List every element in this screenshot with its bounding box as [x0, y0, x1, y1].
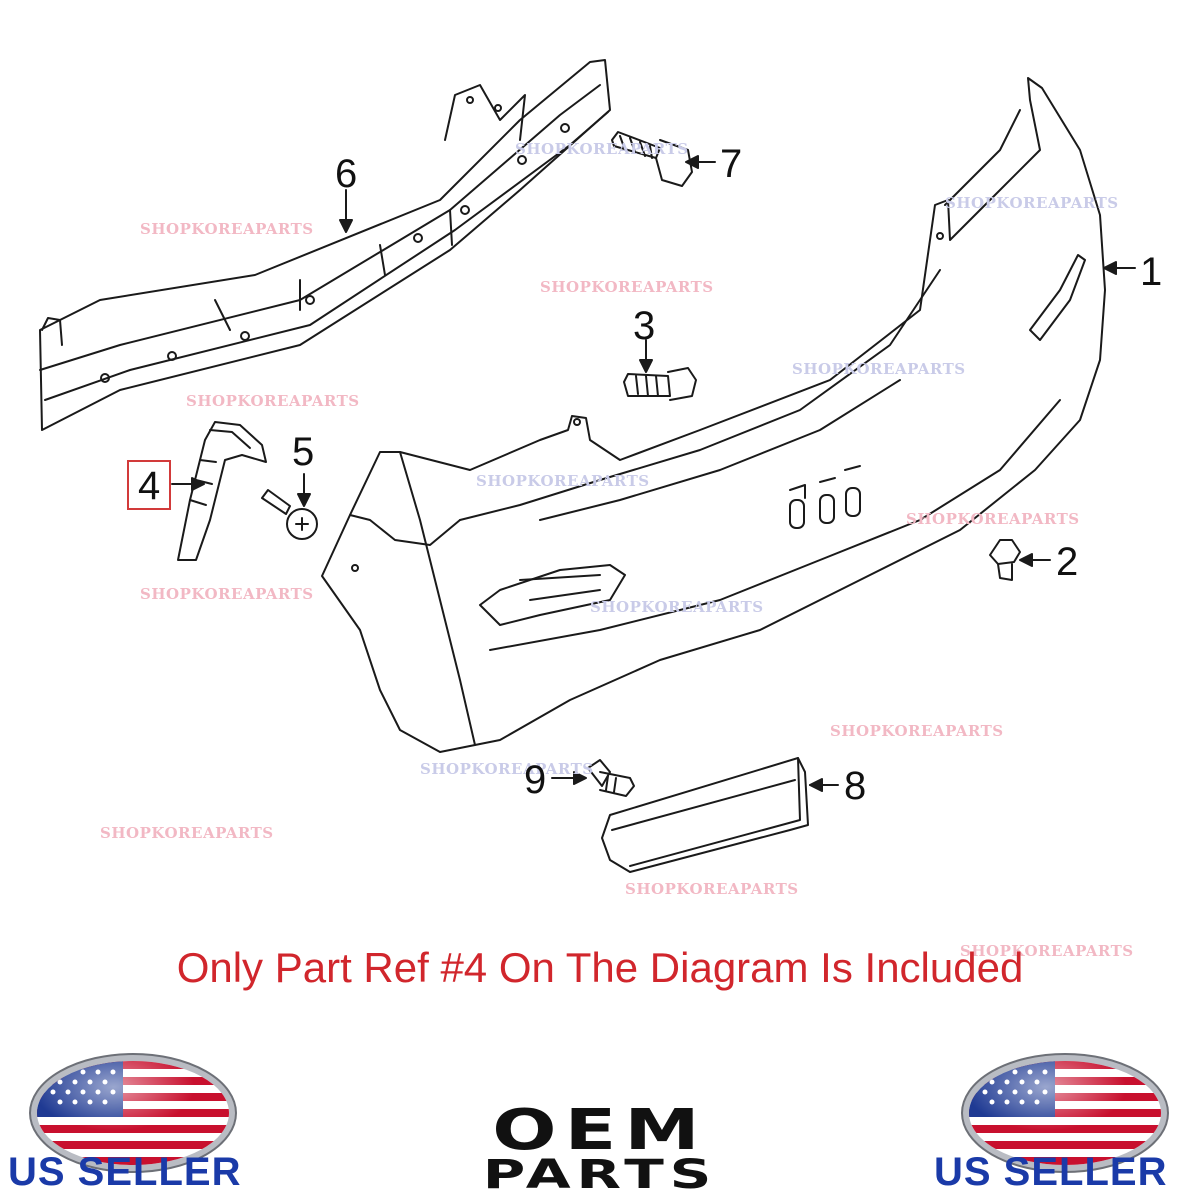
watermark: SHOPKOREAPARTS: [515, 140, 689, 158]
callout-2: 2: [1056, 540, 1079, 584]
watermark: SHOPKOREAPARTS: [186, 392, 360, 410]
watermark: SHOPKOREAPARTS: [420, 760, 594, 778]
watermark: SHOPKOREAPARTS: [590, 598, 764, 616]
part-4-bracket: [171, 421, 267, 561]
part-1-bumper-cover: [321, 77, 1136, 753]
callout-1: 1: [1140, 250, 1163, 294]
watermark: SHOPKOREAPARTS: [960, 942, 1134, 960]
callout-9: 9: [524, 758, 547, 802]
watermark: SHOPKOREAPARTS: [625, 880, 799, 898]
part-2-clip: [989, 539, 1051, 581]
callout-5: 5: [292, 430, 315, 474]
part-8-reflector: [601, 757, 839, 873]
watermark: SHOPKOREAPARTS: [140, 220, 314, 238]
us-flag-oval-icon: [961, 1053, 1169, 1173]
ref-4-highlight-box: [127, 460, 171, 510]
us-flag-oval-icon: [29, 1053, 237, 1173]
watermark: SHOPKOREAPARTS: [830, 722, 1004, 740]
watermark: SHOPKOREAPARTS: [540, 278, 714, 296]
oem-logo-line1: OEM: [492, 1098, 708, 1163]
us-seller-label-right: US SELLER: [934, 1150, 1168, 1194]
watermark: SHOPKOREAPARTS: [140, 585, 314, 603]
callout-3: 3: [633, 304, 656, 348]
watermark: SHOPKOREAPARTS: [906, 510, 1080, 528]
callout-7: 7: [720, 142, 743, 186]
callout-4: 4: [138, 464, 161, 508]
part-7-bolt: [611, 131, 716, 187]
part-9-screw: [551, 759, 635, 797]
watermark: SHOPKOREAPARTS: [476, 472, 650, 490]
us-seller-label-left: US SELLER: [8, 1150, 242, 1194]
callout-6: 6: [335, 152, 358, 196]
part-6-reinforcement-beam: [39, 59, 611, 431]
watermark: SHOPKOREAPARTS: [100, 824, 274, 842]
oem-logo-line2: PARTS: [482, 1152, 718, 1198]
part-3-bolt: [623, 339, 697, 401]
included-part-notice: Only Part Ref #4 On The Diagram Is Inclu…: [176, 944, 1024, 991]
part-5-screw: [261, 473, 318, 540]
watermark: SHOPKOREAPARTS: [945, 194, 1119, 212]
watermark: SHOPKOREAPARTS: [792, 360, 966, 378]
callout-8: 8: [844, 764, 867, 808]
